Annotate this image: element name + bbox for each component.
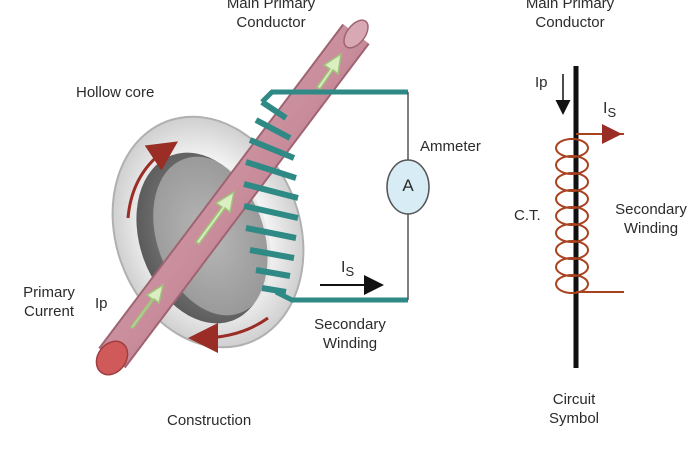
symbol-main-conductor-line2: Conductor xyxy=(535,14,605,31)
symbol-secondary-winding-line2: Winding xyxy=(623,220,679,237)
symbol-main-conductor-line1: Main Primary xyxy=(525,0,615,12)
construction-caption: Construction xyxy=(167,412,252,429)
hollow-core-label: Hollow core xyxy=(76,84,155,101)
rod-arrow-2 xyxy=(194,190,236,246)
primary-current-arrows xyxy=(129,52,342,329)
rod-end-cap xyxy=(95,340,129,376)
main-conductor-label: Main Primary Conductor xyxy=(206,0,336,32)
symbol-is-sub: S xyxy=(607,105,617,120)
primary-current-label: Primary Current xyxy=(14,283,84,321)
ct-label: C.T. xyxy=(514,207,541,224)
primary-conductor-rod xyxy=(95,19,370,376)
circuit-symbol-caption-line1: Circuit xyxy=(552,391,596,408)
secondary-current-label: IS xyxy=(341,258,355,279)
secondary-winding-line2: Winding xyxy=(322,335,378,352)
winding-lead-top xyxy=(260,89,408,104)
primary-current-line1: Primary xyxy=(23,284,75,301)
main-conductor-label-line1: Main Primary xyxy=(226,0,316,12)
symbol-main-conductor-label: Main Primary Conductor xyxy=(505,0,635,32)
rod-arrow-1 xyxy=(129,283,165,329)
circuit-symbol-caption: Circuit Symbol xyxy=(534,390,614,428)
ammeter-symbol: A xyxy=(402,176,414,195)
rod-arrow-3 xyxy=(315,52,342,91)
secondary-current-sub: S xyxy=(345,264,355,279)
symbol-secondary-winding-line1: Secondary xyxy=(615,201,687,218)
flux-arrow-top xyxy=(126,141,178,219)
ip-label-construction: Ip xyxy=(95,295,108,312)
winding-lead-bottom xyxy=(274,289,408,303)
secondary-current-main: I xyxy=(341,259,346,276)
symbol-is-main: I xyxy=(603,100,608,117)
symbol-is-label: IS xyxy=(603,99,617,120)
main-conductor-label-line2: Conductor xyxy=(236,14,306,31)
symbol-secondary-winding-label: Secondary Winding xyxy=(604,200,698,238)
primary-current-line2: Current xyxy=(23,303,75,320)
flux-arrow-bottom xyxy=(188,316,269,353)
symbol-coil xyxy=(555,133,624,294)
ammeter xyxy=(386,159,430,215)
circuit-symbol-caption-line2: Symbol xyxy=(548,410,600,427)
secondary-winding xyxy=(243,99,299,295)
ammeter-label: Ammeter xyxy=(420,138,481,155)
symbol-ip-label: Ip xyxy=(535,74,548,91)
secondary-winding-line1: Secondary xyxy=(314,316,386,333)
secondary-winding-label: Secondary Winding xyxy=(300,315,400,353)
